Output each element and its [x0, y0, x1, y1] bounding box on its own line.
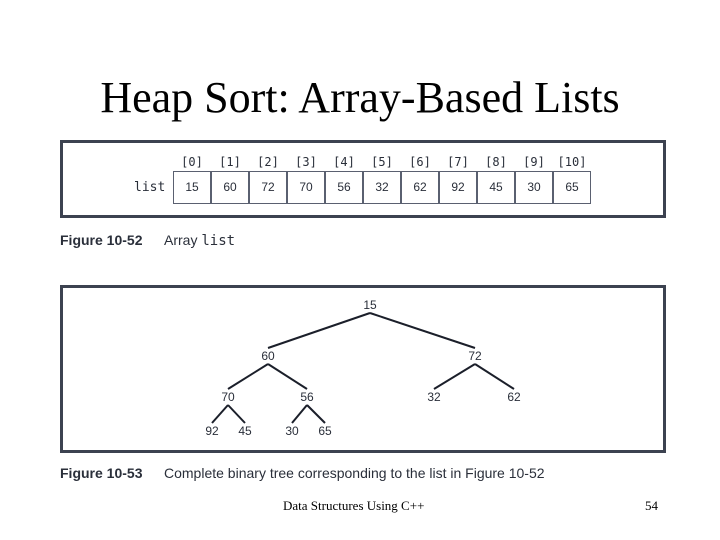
- tree-edge: [433, 363, 476, 390]
- array-cell: 15: [173, 171, 211, 204]
- array-label: list: [134, 180, 166, 195]
- array-index-label: [9]: [523, 155, 545, 169]
- array-cell: 65: [553, 171, 591, 204]
- tree-node: 30: [285, 424, 299, 438]
- figure-52-caption-code: list: [201, 233, 236, 249]
- array-index-label: [4]: [333, 155, 355, 169]
- array-cell: 56: [325, 171, 363, 204]
- array-index-label: [7]: [447, 155, 469, 169]
- array-cell: 72: [249, 171, 287, 204]
- array-cell: 60: [211, 171, 249, 204]
- tree-edge: [474, 363, 515, 390]
- tree-edge: [369, 312, 476, 349]
- figure-52-number: Figure 10-52: [60, 232, 143, 248]
- tree-node: 65: [318, 424, 332, 438]
- array-cell: 32: [363, 171, 401, 204]
- tree-edge: [267, 312, 371, 349]
- figure-53-caption: Figure 10-53 Complete binary tree corresp…: [60, 465, 545, 481]
- tree-node: 62: [507, 390, 521, 404]
- array-index-label: [1]: [219, 155, 241, 169]
- tree-node: 56: [300, 390, 314, 404]
- tree-node: 32: [427, 390, 441, 404]
- figure-52-caption: Figure 10-52 Array list: [60, 232, 235, 249]
- array-cell: 62: [401, 171, 439, 204]
- array-index-label: [5]: [371, 155, 393, 169]
- array-index-label: [3]: [295, 155, 317, 169]
- figure-52-caption-word: Array: [164, 232, 198, 248]
- slide-title: Heap Sort: Array-Based Lists: [100, 73, 620, 122]
- tree-node: 72: [468, 349, 482, 363]
- tree-node: 92: [205, 424, 219, 438]
- array-index-label: [8]: [485, 155, 507, 169]
- array-cell: 30: [515, 171, 553, 204]
- array-index-label: [0]: [181, 155, 203, 169]
- tree-figure-panel: [60, 285, 666, 453]
- tree-edge: [306, 404, 326, 424]
- slide-page-number: 54: [645, 498, 658, 513]
- footer-course-title: Data Structures Using C++: [283, 498, 425, 513]
- tree-edge: [211, 404, 229, 424]
- tree-node: 70: [221, 390, 235, 404]
- array-cell: 92: [439, 171, 477, 204]
- tree-edge: [291, 404, 308, 424]
- figure-53-caption-text: Complete binary tree corresponding to th…: [164, 465, 545, 481]
- figure-53-number: Figure 10-53: [60, 465, 143, 481]
- tree-node: 15: [363, 298, 377, 312]
- array-index-label: [2]: [257, 155, 279, 169]
- array-index-label: [10]: [557, 155, 587, 169]
- tree-edge: [227, 404, 246, 424]
- tree-node: 45: [238, 424, 252, 438]
- array-cell: 70: [287, 171, 325, 204]
- tree-edge: [227, 363, 269, 390]
- tree-edge: [267, 363, 308, 390]
- array-index-label: [6]: [409, 155, 431, 169]
- array-cell: 45: [477, 171, 515, 204]
- tree-node: 60: [261, 349, 275, 363]
